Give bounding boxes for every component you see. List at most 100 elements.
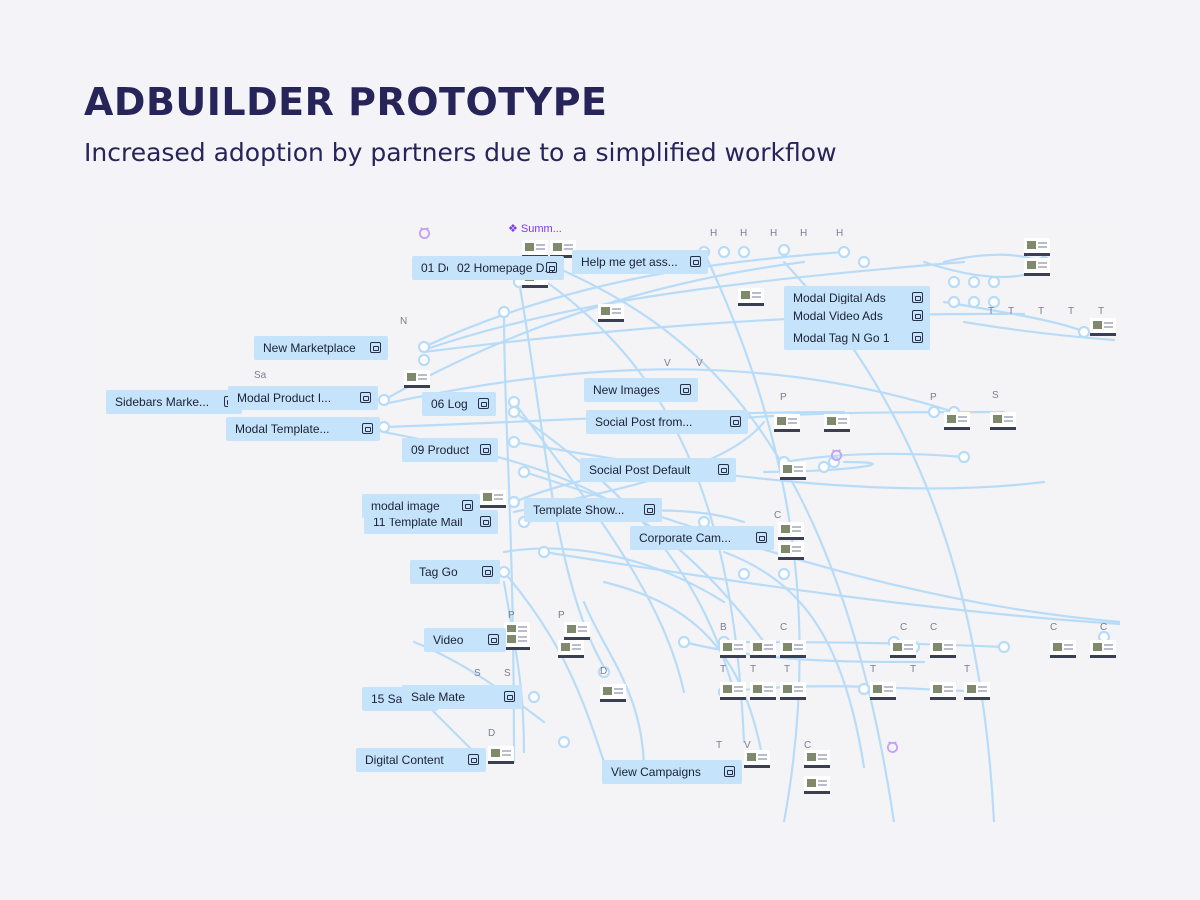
frame-thumbnail[interactable]	[990, 412, 1016, 430]
frame-thumbnail[interactable]	[744, 750, 770, 768]
frame-thumbnail[interactable]	[1024, 238, 1050, 256]
screen-node[interactable]: View Campaigns	[602, 760, 742, 784]
screen-node[interactable]: 06 Log	[422, 392, 496, 416]
frame-icon	[360, 392, 371, 403]
frame-label: C	[930, 622, 938, 633]
frame-thumbnail[interactable]	[600, 684, 626, 702]
screen-node[interactable]: Help me get ass...	[572, 250, 708, 274]
screen-node-label: Template Show...	[533, 503, 625, 517]
frame-label: V	[696, 358, 703, 369]
screen-node[interactable]: modal image	[362, 494, 480, 518]
screen-node[interactable]: Modal Template...	[226, 417, 380, 441]
frame-thumbnail[interactable]	[1090, 640, 1116, 658]
frame-label: P	[508, 610, 515, 621]
screen-node[interactable]: Digital Content	[356, 748, 486, 772]
frame-label: C	[804, 740, 812, 751]
frame-icon	[546, 262, 557, 273]
screen-node[interactable]: Modal Product I...	[228, 386, 378, 410]
frame-thumbnail[interactable]	[930, 682, 956, 700]
screen-node[interactable]: Modal Video Ads	[784, 304, 930, 328]
frame-thumbnail[interactable]	[780, 462, 806, 480]
frame-thumbnail[interactable]	[778, 522, 804, 540]
frame-thumbnail[interactable]	[890, 640, 916, 658]
frame-label: P	[558, 610, 565, 621]
frame-icon	[644, 504, 655, 515]
frame-thumbnail[interactable]	[930, 640, 956, 658]
frame-label: T	[870, 664, 877, 675]
flow-start-label[interactable]: ❖ Summ...	[508, 223, 562, 235]
frame-thumbnail[interactable]	[488, 746, 514, 764]
frame-label: D	[600, 666, 608, 677]
frame-thumbnail[interactable]	[824, 414, 850, 432]
page-subtitle: Increased adoption by partners due to a …	[84, 138, 837, 167]
frame-thumbnail[interactable]	[404, 370, 430, 388]
frame-thumbnail[interactable]	[480, 490, 506, 508]
frame-label: H	[836, 228, 844, 239]
screen-node[interactable]: Corporate Cam...	[630, 526, 774, 550]
frame-icon	[756, 532, 767, 543]
frame-thumbnail[interactable]	[564, 622, 590, 640]
frame-label: T	[964, 664, 971, 675]
frame-icon	[724, 766, 735, 777]
frame-thumbnail[interactable]	[1024, 258, 1050, 276]
frame-icon	[370, 342, 381, 353]
frame-icon	[730, 416, 741, 427]
screen-node[interactable]: 09 Product	[402, 438, 498, 462]
frame-thumbnail[interactable]	[780, 640, 806, 658]
frame-thumbnail[interactable]	[720, 640, 746, 658]
screen-node[interactable]: 02 Homepage D...	[448, 256, 564, 280]
screen-node-label: View Campaigns	[611, 765, 701, 779]
frame-label: T	[716, 740, 723, 751]
screen-node[interactable]: New Images	[584, 378, 698, 402]
frame-thumbnail[interactable]	[804, 776, 830, 794]
frame-icon	[912, 310, 923, 321]
frame-thumbnail[interactable]	[720, 682, 746, 700]
prototype-canvas[interactable]: ❖ Summ... H H H H H N Sa V V P P S C T	[84, 222, 1120, 822]
frame-label: H	[800, 228, 808, 239]
frame-thumbnail[interactable]	[964, 682, 990, 700]
frame-label: Sa	[254, 370, 267, 381]
frame-icon	[690, 256, 701, 267]
frame-label: T	[1098, 306, 1105, 317]
frame-icon	[362, 423, 373, 434]
frame-thumbnail[interactable]	[750, 682, 776, 700]
frame-thumbnail[interactable]	[778, 542, 804, 560]
frame-thumbnail[interactable]	[774, 414, 800, 432]
frame-thumbnail[interactable]	[750, 640, 776, 658]
frame-thumbnail[interactable]	[780, 682, 806, 700]
screen-node-label: New Images	[593, 383, 660, 397]
frame-thumbnail[interactable]	[504, 632, 530, 650]
frame-thumbnail[interactable]	[598, 304, 624, 322]
screen-node-label: Modal Tag N Go 1	[793, 331, 890, 345]
screen-node-label: Sale Mate	[411, 690, 466, 704]
frame-thumbnail[interactable]	[738, 288, 764, 306]
frame-label: S	[992, 390, 999, 401]
frame-label: S	[504, 668, 511, 679]
screen-node[interactable]: Sidebars Marke...	[106, 390, 242, 414]
frame-label: H	[740, 228, 748, 239]
frame-thumbnail[interactable]	[558, 640, 584, 658]
frame-label: V	[744, 740, 751, 751]
frame-icon	[482, 566, 493, 577]
frame-label: C	[900, 622, 908, 633]
frame-thumbnail[interactable]	[944, 412, 970, 430]
frame-thumbnail[interactable]	[804, 750, 830, 768]
screen-node[interactable]: Social Post from...	[586, 410, 748, 434]
frame-thumbnail[interactable]	[1090, 318, 1116, 336]
screen-node-label: modal image	[371, 499, 440, 513]
frame-thumbnail[interactable]	[870, 682, 896, 700]
frame-label: T	[910, 664, 917, 675]
screen-node[interactable]: Sale Mate	[402, 685, 522, 709]
frame-icon	[480, 516, 491, 527]
frame-label: C	[780, 622, 788, 633]
screen-node[interactable]: Social Post Default	[580, 458, 736, 482]
screen-node[interactable]: Modal Tag N Go 1	[784, 326, 930, 350]
screen-node[interactable]: Video	[424, 628, 506, 652]
screen-node[interactable]: Tag Go	[410, 560, 500, 584]
screen-node[interactable]: New Marketplace	[254, 336, 388, 360]
screen-node-label: Modal Video Ads	[793, 309, 883, 323]
frame-icon	[462, 500, 473, 511]
frame-thumbnail[interactable]	[1050, 640, 1076, 658]
frame-label: T	[988, 306, 995, 317]
screen-node[interactable]: Template Show...	[524, 498, 662, 522]
